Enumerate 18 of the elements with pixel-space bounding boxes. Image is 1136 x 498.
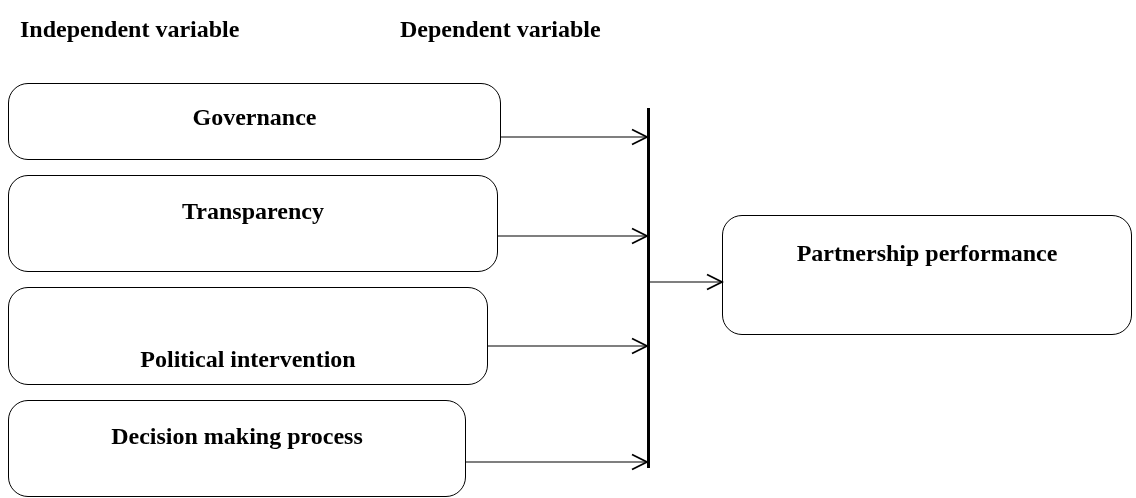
column-heading: Dependent variable (400, 16, 601, 43)
arrow (497, 227, 648, 245)
arrow (487, 337, 648, 355)
arrow (465, 453, 648, 471)
node-label: Transparency (182, 198, 324, 225)
junction-line (647, 108, 650, 468)
node-label: Political intervention (140, 346, 356, 373)
variable-box (8, 175, 498, 272)
arrow (500, 128, 648, 146)
variable-box (722, 215, 1132, 335)
node-label: Decision making process (111, 423, 363, 450)
node-label: Partnership performance (796, 240, 1058, 267)
arrow (649, 273, 723, 291)
variable-box (8, 83, 501, 160)
node-label: Governance (192, 104, 317, 131)
variable-box (8, 400, 466, 497)
column-heading: Independent variable (20, 16, 240, 43)
variable-box (8, 287, 488, 385)
